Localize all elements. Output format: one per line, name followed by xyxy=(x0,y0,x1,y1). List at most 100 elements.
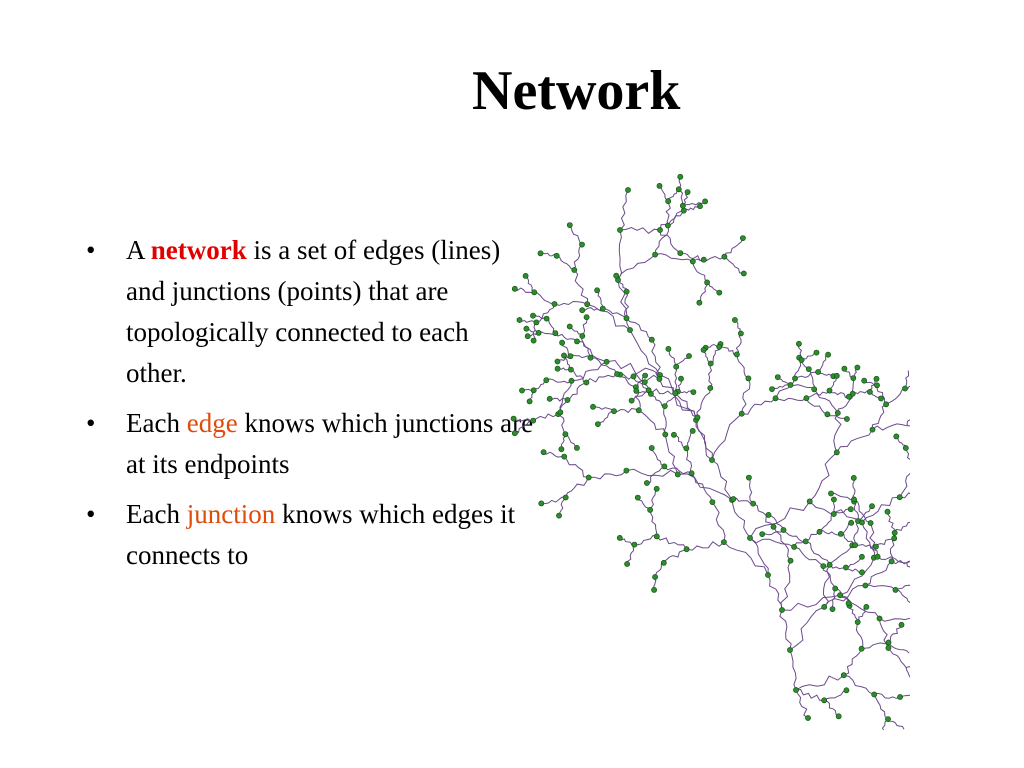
network-junction xyxy=(635,407,642,414)
network-edge xyxy=(559,380,572,413)
network-edge xyxy=(887,511,896,533)
network-junction xyxy=(805,715,811,721)
network-junction xyxy=(579,241,585,248)
network-edge xyxy=(795,689,809,719)
network-junction xyxy=(700,256,707,263)
network-junction xyxy=(826,387,833,394)
network-junction xyxy=(709,499,716,505)
network-edge xyxy=(794,359,803,379)
network-edge xyxy=(817,354,829,373)
network-edge xyxy=(839,594,880,619)
network-edge xyxy=(538,331,556,335)
network-junction xyxy=(678,375,684,382)
network-junction xyxy=(568,366,574,373)
network-edge xyxy=(852,477,856,500)
network-junction xyxy=(613,272,620,279)
bullet-dot-icon: • xyxy=(86,499,96,529)
network-edge xyxy=(536,303,555,323)
network-edge xyxy=(773,526,791,561)
network-edge xyxy=(532,322,537,341)
network-junction xyxy=(798,357,805,363)
network-junction xyxy=(674,471,681,478)
network-junction xyxy=(858,645,865,652)
network-junction xyxy=(553,252,560,259)
network-junction xyxy=(867,520,874,526)
network-junction xyxy=(896,494,903,501)
network-junction xyxy=(716,289,723,296)
network-junction xyxy=(585,474,592,481)
network-junction xyxy=(740,270,747,277)
network-edge xyxy=(698,282,708,303)
network-junction xyxy=(891,529,898,536)
network-edge xyxy=(588,470,627,480)
network-junction xyxy=(861,377,868,384)
network-edge xyxy=(573,244,583,271)
network-edge xyxy=(736,354,749,379)
network-edge xyxy=(875,537,895,547)
network-edge xyxy=(576,340,607,363)
network-junction xyxy=(616,534,623,541)
network-junction xyxy=(590,403,596,410)
network-edge xyxy=(741,397,776,415)
network-edge xyxy=(829,545,853,566)
network-junction xyxy=(720,539,727,545)
network-junction xyxy=(561,352,567,359)
network-junction xyxy=(821,697,828,704)
network-junction xyxy=(511,430,518,437)
network-edge xyxy=(685,430,694,449)
network-junction xyxy=(697,203,703,210)
network-edge xyxy=(555,332,578,342)
network-edge xyxy=(833,412,842,453)
network-edge xyxy=(633,376,649,391)
network-edge xyxy=(879,617,910,622)
network-edge xyxy=(793,546,824,567)
network-junction xyxy=(802,538,809,545)
network-edge xyxy=(905,447,910,460)
bullet-junction-definition: • Each junction knows which edges it con… xyxy=(86,494,536,576)
network-junction xyxy=(689,258,696,265)
network-junction xyxy=(546,395,553,402)
network-junction xyxy=(630,373,637,380)
network-junction xyxy=(859,569,865,576)
network-junction xyxy=(653,485,660,492)
network-edge xyxy=(869,522,876,558)
network-edge xyxy=(780,560,791,611)
network-edge xyxy=(692,261,708,283)
network-junction xyxy=(561,453,568,460)
network-junction xyxy=(648,336,655,343)
network-edge xyxy=(723,237,744,257)
network-junction xyxy=(664,222,671,229)
network-junction xyxy=(828,490,834,497)
network-edge xyxy=(525,275,535,293)
network-junction xyxy=(594,287,600,294)
network-edge xyxy=(619,374,637,388)
network-edge xyxy=(696,417,713,461)
network-edge xyxy=(809,501,863,523)
network-junction xyxy=(656,182,663,189)
network-junction xyxy=(731,317,738,323)
network-edge xyxy=(696,387,711,418)
network-junction xyxy=(665,345,672,352)
network-edge xyxy=(872,423,908,431)
network-edge xyxy=(762,529,784,536)
network-junction xyxy=(897,694,903,700)
network-edge xyxy=(617,279,631,331)
network-edge xyxy=(823,689,847,701)
network-edge xyxy=(805,540,831,566)
network-edge xyxy=(674,366,678,394)
network-junction xyxy=(787,382,794,388)
network-junction xyxy=(721,253,728,260)
network-edge xyxy=(857,505,873,522)
network-edge xyxy=(839,557,875,596)
network-edge xyxy=(546,378,572,384)
network-junction xyxy=(770,523,777,530)
network-edge xyxy=(819,513,835,533)
network-junction xyxy=(537,250,544,257)
network-edge xyxy=(843,648,863,676)
network-edge xyxy=(720,343,737,355)
network-junction xyxy=(898,621,905,628)
network-junction xyxy=(511,285,518,292)
network-edge xyxy=(808,368,815,390)
network-junction xyxy=(806,498,813,505)
